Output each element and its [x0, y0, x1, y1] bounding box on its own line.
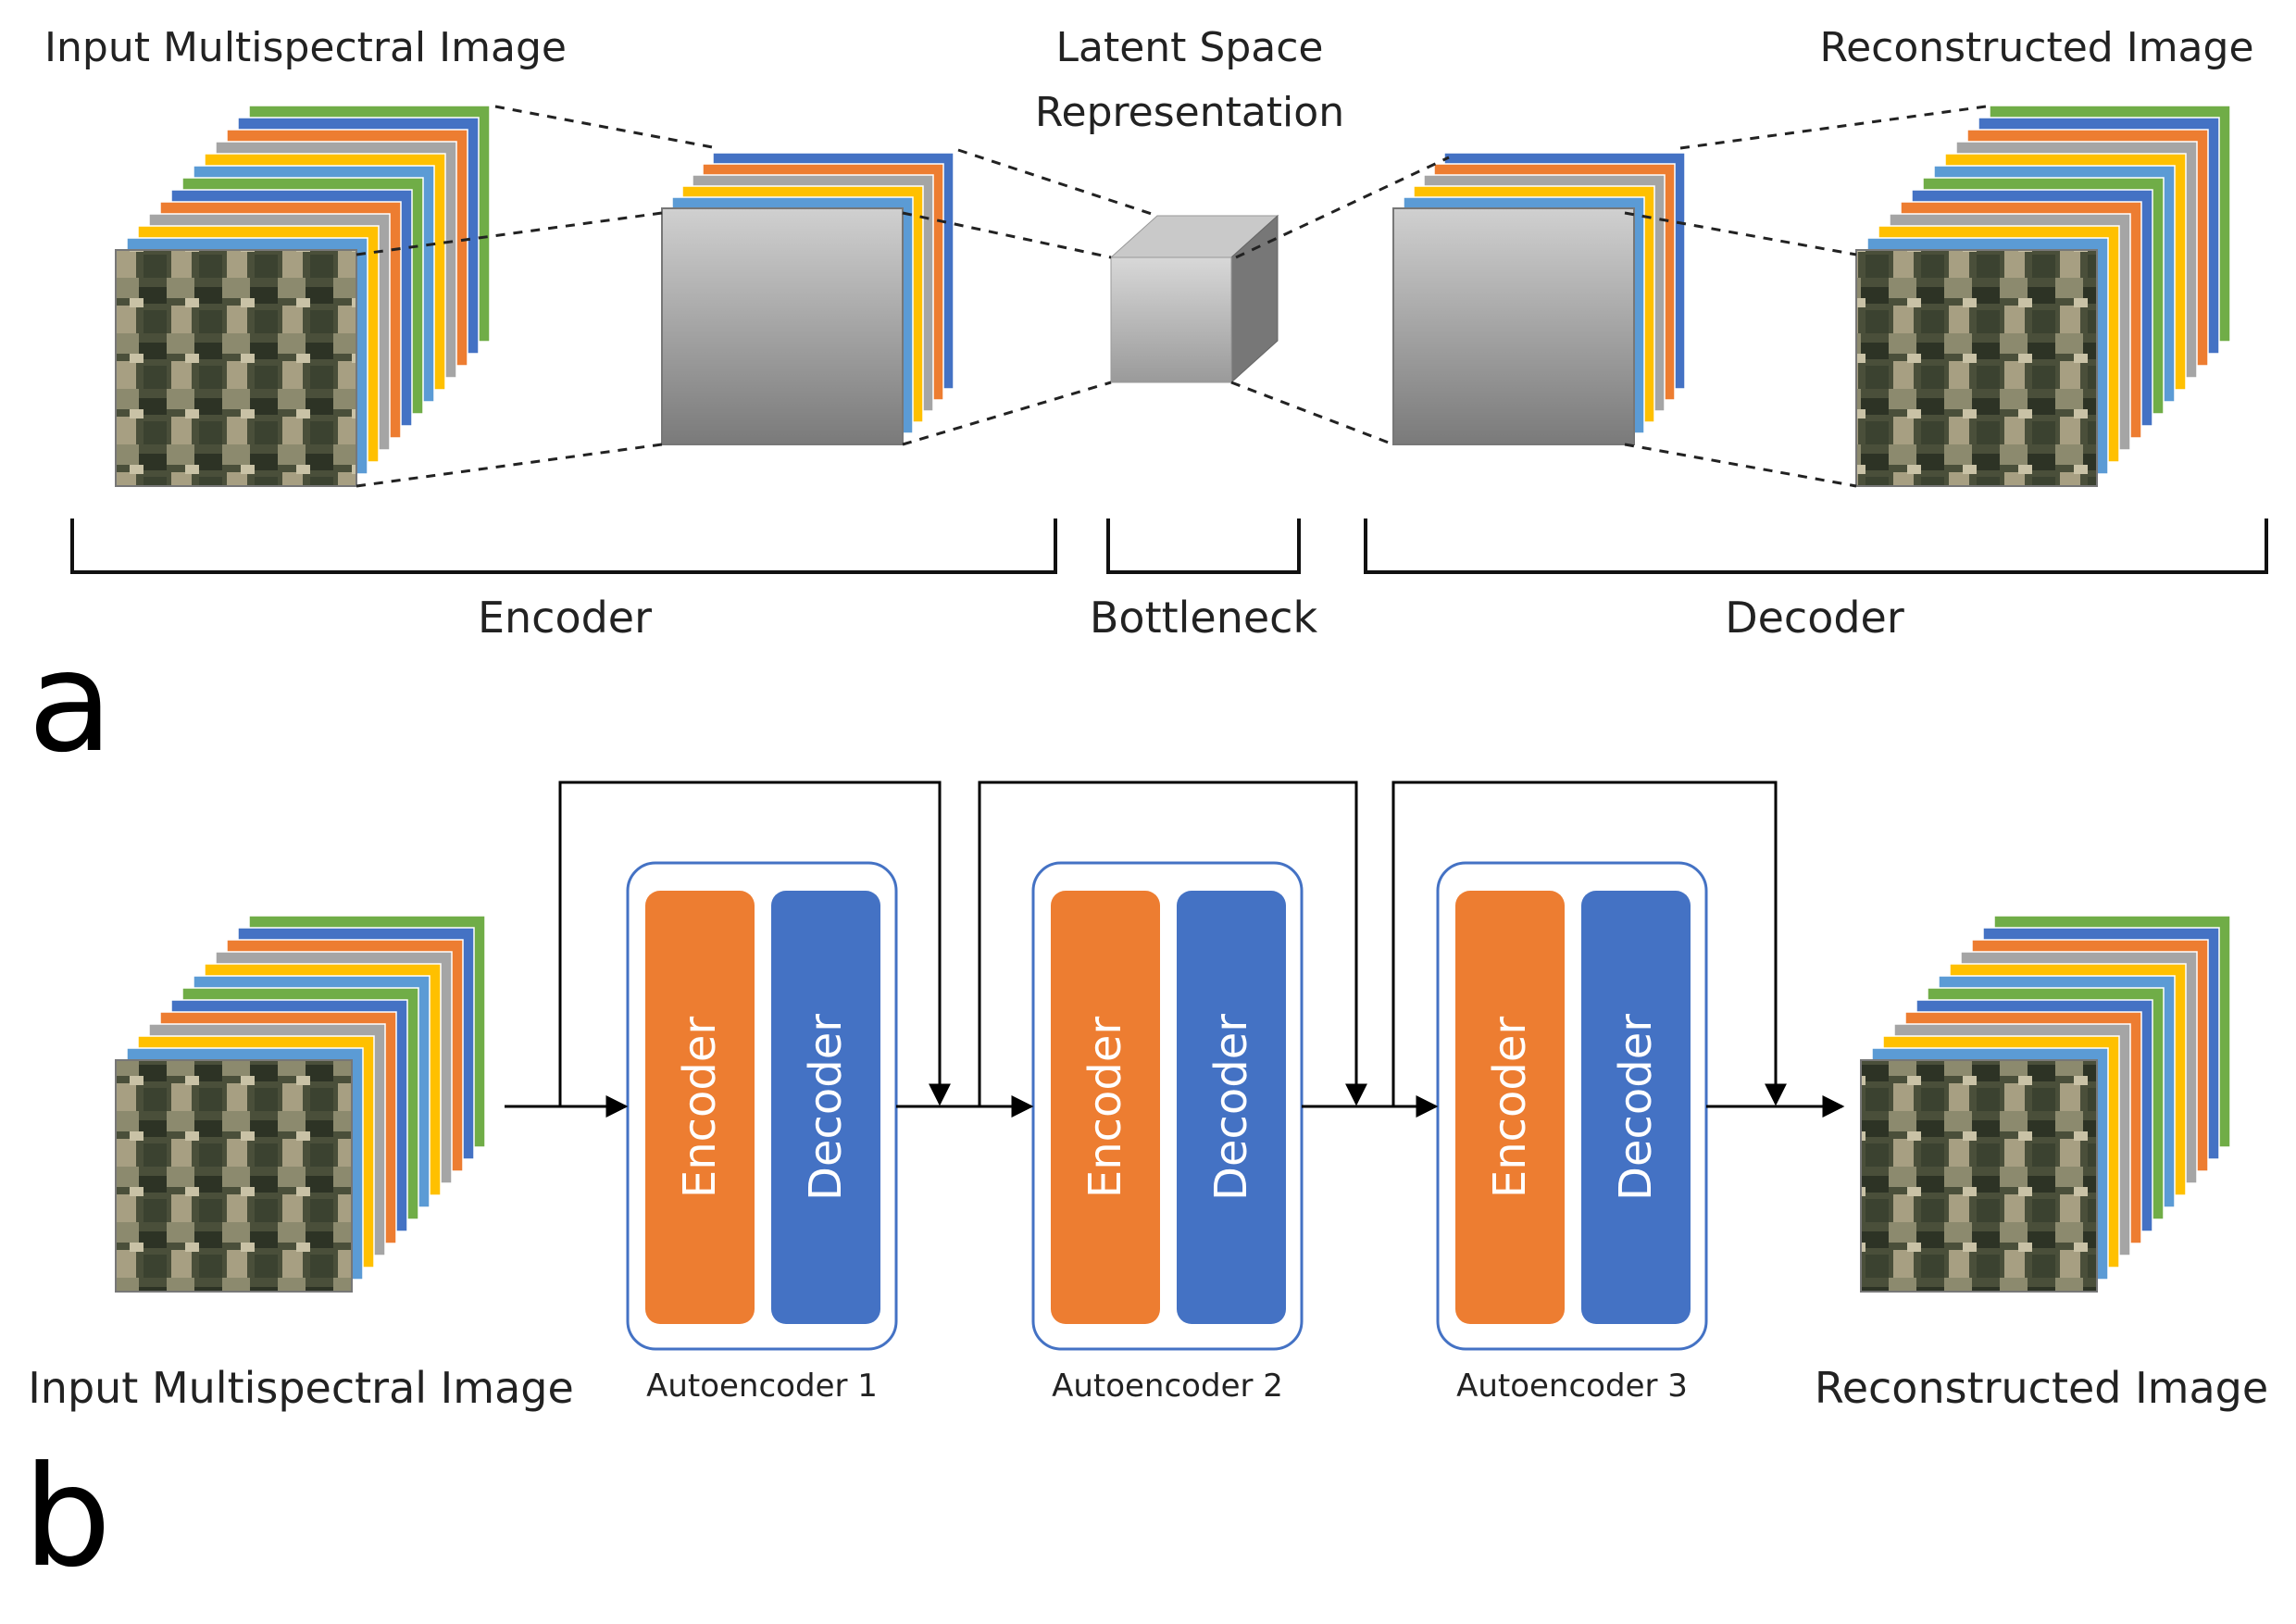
satellite-image	[115, 249, 357, 487]
panel-a-letter: a	[28, 622, 113, 783]
bottleneck-bracket	[1106, 518, 1301, 574]
projection-line	[1679, 105, 1987, 150]
autoencoder-2: Encoder Decoder Autoencoder 2	[1031, 861, 1304, 1405]
satellite-image	[1855, 249, 2098, 487]
projection-line	[494, 105, 718, 150]
projection-line	[1235, 156, 1450, 259]
output-image-stack	[1855, 105, 2231, 487]
encoder-block	[1051, 891, 1160, 1324]
section-brackets	[70, 518, 2268, 574]
bottleneck-section-label: Bottleneck	[1090, 593, 1318, 643]
panel-a: Input Multispectral Image Latent Space R…	[28, 24, 2268, 783]
projection-line	[902, 211, 1112, 259]
panel-b: Encoder Decoder Autoencoder 1 Encoder De…	[23, 781, 2268, 1598]
autoencoder-1: Encoder Decoder Autoencoder 1	[626, 861, 898, 1405]
panel-b-letter: b	[23, 1437, 111, 1598]
autoencoder-3: Encoder Decoder Autoencoder 3	[1436, 861, 1708, 1405]
skip-connection	[1391, 781, 1787, 1106]
autoencoder-label: Autoencoder 2	[1052, 1368, 1283, 1405]
autoencoder-label: Autoencoder 3	[1456, 1368, 1688, 1405]
flow-arrows	[505, 781, 1845, 1118]
decoder-block	[1177, 891, 1286, 1324]
satellite-image	[115, 1059, 353, 1293]
feature-map	[1392, 207, 1635, 445]
encoder-bracket	[70, 518, 1057, 574]
decoder-feature-block	[1392, 152, 1686, 445]
decoder-block-label: Decoder	[1610, 1014, 1662, 1201]
latent-cube	[1109, 214, 1279, 384]
panel-a-input-label: Input Multispectral Image	[44, 24, 567, 71]
projection-line	[1624, 211, 1857, 256]
encoder-section-label: Encoder	[478, 593, 652, 643]
encoder-block-label: Encoder	[1484, 1017, 1536, 1199]
decoder-block-label: Decoder	[1205, 1014, 1257, 1201]
panel-b-output-label: Reconstructed Image	[1815, 1363, 2268, 1413]
output-image-stack	[1860, 915, 2231, 1293]
encoder-feature-block	[661, 152, 955, 445]
panel-a-output-label: Reconstructed Image	[1819, 24, 2253, 71]
projection-line	[1230, 381, 1394, 446]
feature-map	[661, 207, 904, 445]
decoder-block	[771, 891, 880, 1324]
decoder-section-label: Decoder	[1725, 593, 1904, 643]
projection-lines	[356, 105, 1987, 488]
decoder-block	[1581, 891, 1691, 1324]
decoder-bracket	[1364, 518, 2268, 574]
autoencoder-label: Autoencoder 1	[646, 1368, 878, 1405]
panel-a-latent-label-line1: Latent Space	[1055, 24, 1323, 71]
projection-line	[902, 381, 1112, 446]
input-image-stack	[115, 915, 486, 1293]
encoder-block	[1455, 891, 1565, 1324]
skip-connection	[978, 781, 1367, 1106]
encoder-block-label: Encoder	[1079, 1017, 1131, 1199]
skip-connection	[558, 781, 951, 1106]
encoder-block-label: Encoder	[674, 1017, 726, 1199]
cube-front	[1110, 256, 1232, 383]
projection-line	[957, 148, 1158, 218]
projection-line	[356, 443, 663, 488]
input-image-stack	[115, 105, 491, 487]
panel-a-latent-label-line2: Representation	[1035, 89, 1344, 136]
decoder-block-label: Decoder	[800, 1014, 852, 1201]
encoder-block	[645, 891, 755, 1324]
satellite-image	[1860, 1059, 2098, 1293]
projection-line	[1624, 443, 1857, 488]
panel-b-input-label: Input Multispectral Image	[28, 1363, 574, 1413]
